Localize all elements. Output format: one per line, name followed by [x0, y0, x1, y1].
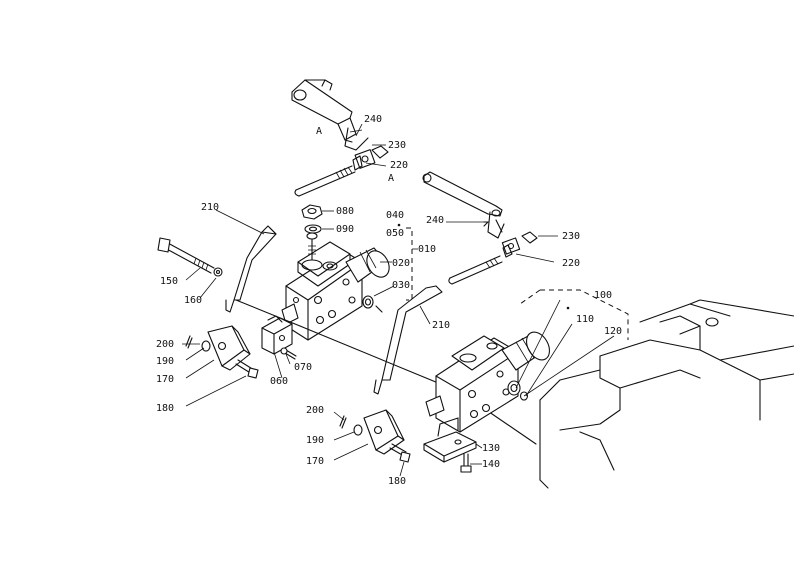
callout-190-lower: 190 [306, 435, 324, 446]
tractor-frame [539, 299, 794, 489]
screw-070 [280, 347, 297, 360]
callout-110: 110 [576, 314, 594, 325]
link-bracket-right [339, 409, 411, 463]
link-line-mid [299, 325, 461, 393]
callout-060: 060 [270, 376, 288, 387]
callout-230-right: 230 [562, 231, 580, 242]
callout-120: 120 [604, 326, 622, 337]
callout-090: 090 [336, 224, 354, 235]
lift-arm-right [422, 171, 505, 239]
callout-230-upper: 230 [388, 140, 406, 151]
callout-050: 050 [386, 228, 404, 239]
group-outline-010 [406, 227, 413, 301]
lift-arm-upper [291, 79, 369, 151]
callout-020: 020 [392, 258, 410, 269]
callout-170-upper: 170 [156, 374, 174, 385]
group-outline-100b [519, 289, 541, 305]
callout-040: 040 [386, 210, 404, 221]
link-bracket-left [185, 325, 259, 379]
leader-dot [566, 306, 570, 310]
bolt-140 [460, 453, 472, 473]
leader-dot [397, 223, 401, 227]
callout-180-lower: 180 [388, 476, 406, 487]
callout-a-lower: A [388, 173, 394, 184]
washer-090 [304, 224, 322, 234]
leader-lines [182, 123, 615, 477]
callout-220-right: 220 [562, 258, 580, 269]
bolt-150 [157, 237, 223, 277]
control-rod-upper [294, 145, 389, 197]
bracket-130 [423, 417, 477, 463]
callout-130: 130 [482, 443, 500, 454]
callout-080: 080 [336, 206, 354, 217]
callout-200-lower: 200 [306, 405, 324, 416]
callout-170-lower: 170 [306, 456, 324, 467]
callout-210-upper: 210 [201, 202, 219, 213]
control-rod-right [448, 231, 538, 285]
callout-a-upper: A [316, 126, 322, 137]
link-line-left [235, 299, 301, 327]
nut-080 [301, 204, 323, 220]
valve-upper [281, 232, 390, 341]
callout-240-upper: 240 [364, 114, 382, 125]
callout-200-upper: 200 [156, 339, 174, 350]
callout-070: 070 [294, 362, 312, 373]
callout-180-upper: 180 [156, 403, 174, 414]
callout-220-upper: 220 [390, 160, 408, 171]
lever-right [373, 285, 443, 395]
lever-left [225, 225, 277, 313]
callout-210-lower: 210 [432, 320, 450, 331]
arrow-mark [483, 221, 489, 227]
callout-140: 140 [482, 459, 500, 470]
bracket-060 [261, 315, 293, 355]
callout-010: 010 [418, 244, 436, 255]
callout-100: 100 [594, 290, 612, 301]
callout-030: 030 [392, 280, 410, 291]
group-outline-100 [540, 289, 629, 340]
callout-160: 160 [184, 295, 202, 306]
callout-190-upper: 190 [156, 356, 174, 367]
callout-240-right: 240 [426, 215, 444, 226]
callout-150: 150 [160, 276, 178, 287]
valve-lower [425, 331, 551, 433]
